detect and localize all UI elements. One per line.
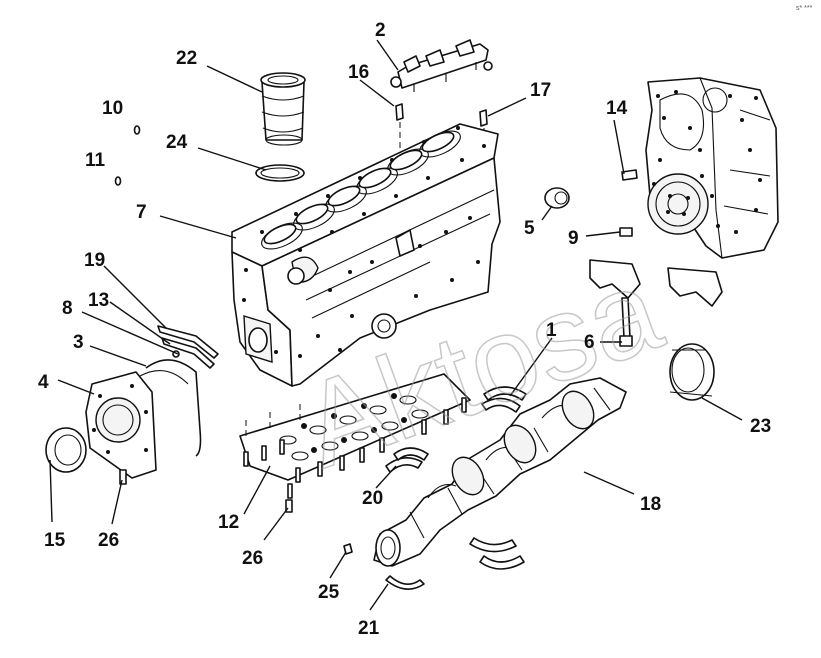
part-19-gasket bbox=[157, 325, 219, 359]
part-7-engine-block bbox=[231, 123, 501, 387]
part-11-o-ring bbox=[114, 176, 122, 186]
part-4-front-cover bbox=[85, 371, 157, 479]
part-10-o-ring bbox=[133, 125, 141, 135]
callout-5: 5 bbox=[524, 218, 535, 239]
callout-4: 4 bbox=[38, 372, 49, 393]
main-bearing-cap-2 bbox=[667, 267, 723, 307]
main-bearing-cap-1 bbox=[589, 259, 641, 299]
part-17-bolt bbox=[479, 109, 488, 127]
callout-24: 24 bbox=[166, 132, 188, 153]
callout-8: 8 bbox=[62, 298, 73, 319]
leader-lines bbox=[49, 39, 743, 611]
callout-26-front: 26 bbox=[98, 530, 119, 551]
part-16-bolt bbox=[395, 103, 404, 121]
part-12-oil-pan-gasket bbox=[239, 373, 471, 499]
callout-18: 18 bbox=[640, 494, 661, 515]
callout-labels: 2 16 17 22 10 11 24 7 14 5 9 6 1 23 18 1… bbox=[38, 20, 771, 639]
part-15-front-seal bbox=[45, 427, 87, 473]
part-3-front-gasket bbox=[139, 359, 202, 457]
part-23-rear-wear-ring bbox=[669, 343, 715, 401]
part-20-thrust-bearing bbox=[385, 447, 429, 473]
callout-2: 2 bbox=[375, 20, 386, 41]
callout-20: 20 bbox=[362, 488, 383, 509]
part-13-gasket bbox=[161, 337, 215, 369]
flywheel-housing bbox=[645, 77, 779, 259]
callout-21: 21 bbox=[358, 618, 380, 639]
callout-12: 12 bbox=[218, 512, 239, 533]
part-18-crankshaft bbox=[373, 377, 627, 567]
callout-11: 11 bbox=[85, 150, 106, 171]
callout-17: 17 bbox=[530, 80, 551, 101]
callout-13: 13 bbox=[88, 290, 109, 311]
part-14-dowel bbox=[621, 169, 638, 181]
callout-6: 6 bbox=[584, 332, 595, 353]
part-22-cylinder-liner bbox=[260, 72, 306, 146]
callout-15: 15 bbox=[44, 530, 66, 551]
corner-mark: s* *** bbox=[796, 5, 813, 12]
callout-3: 3 bbox=[73, 332, 84, 353]
callout-7: 7 bbox=[136, 202, 147, 223]
part-21-main-bearing-lower bbox=[385, 575, 425, 590]
part-9-bolt bbox=[619, 227, 633, 237]
part-24-liner-seal-ring bbox=[255, 164, 305, 182]
part-1-main-bearing-upper bbox=[481, 386, 527, 413]
callout-14: 14 bbox=[606, 98, 628, 119]
part-2-rocker-assembly bbox=[390, 39, 493, 92]
callout-19: 19 bbox=[84, 250, 105, 271]
callout-22: 22 bbox=[176, 48, 197, 69]
callout-26-pan: 26 bbox=[242, 548, 263, 569]
callout-25: 25 bbox=[318, 582, 340, 603]
callout-1: 1 bbox=[546, 320, 557, 341]
part-5-rear-seal bbox=[544, 187, 570, 209]
callout-23: 23 bbox=[750, 416, 771, 437]
callout-10: 10 bbox=[102, 98, 123, 119]
part-25-dowel-pin bbox=[343, 543, 353, 555]
callout-16: 16 bbox=[348, 62, 369, 83]
callout-9: 9 bbox=[568, 228, 579, 249]
bearing-shell-lower-extra bbox=[469, 537, 525, 570]
